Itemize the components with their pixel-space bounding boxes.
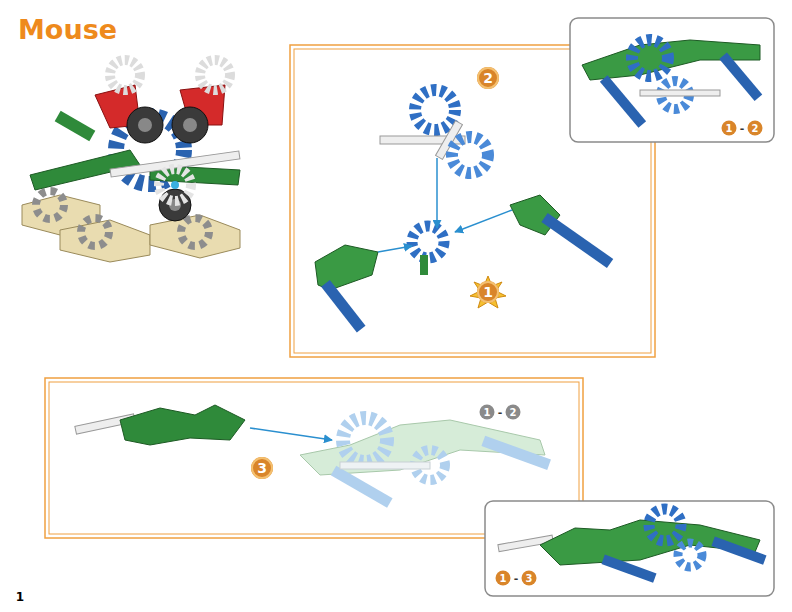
step-range-number: 3 <box>522 571 537 586</box>
step-number: 1 <box>477 281 499 303</box>
step-range-number: 1 <box>722 121 737 136</box>
step-number: 3 <box>251 457 273 479</box>
step-number: 2 <box>477 67 499 89</box>
step-range-number: 2 <box>506 405 521 420</box>
page-number: 1 <box>16 590 24 604</box>
page-title: Mouse <box>18 14 117 45</box>
step-range-number: 2 <box>748 121 763 136</box>
step-range-dash: - <box>740 122 745 135</box>
step-range-number: 1 <box>480 405 495 420</box>
step-range-dash: - <box>498 406 503 419</box>
step-range-number: 1 <box>496 571 511 586</box>
step-range-dash: - <box>514 572 519 585</box>
